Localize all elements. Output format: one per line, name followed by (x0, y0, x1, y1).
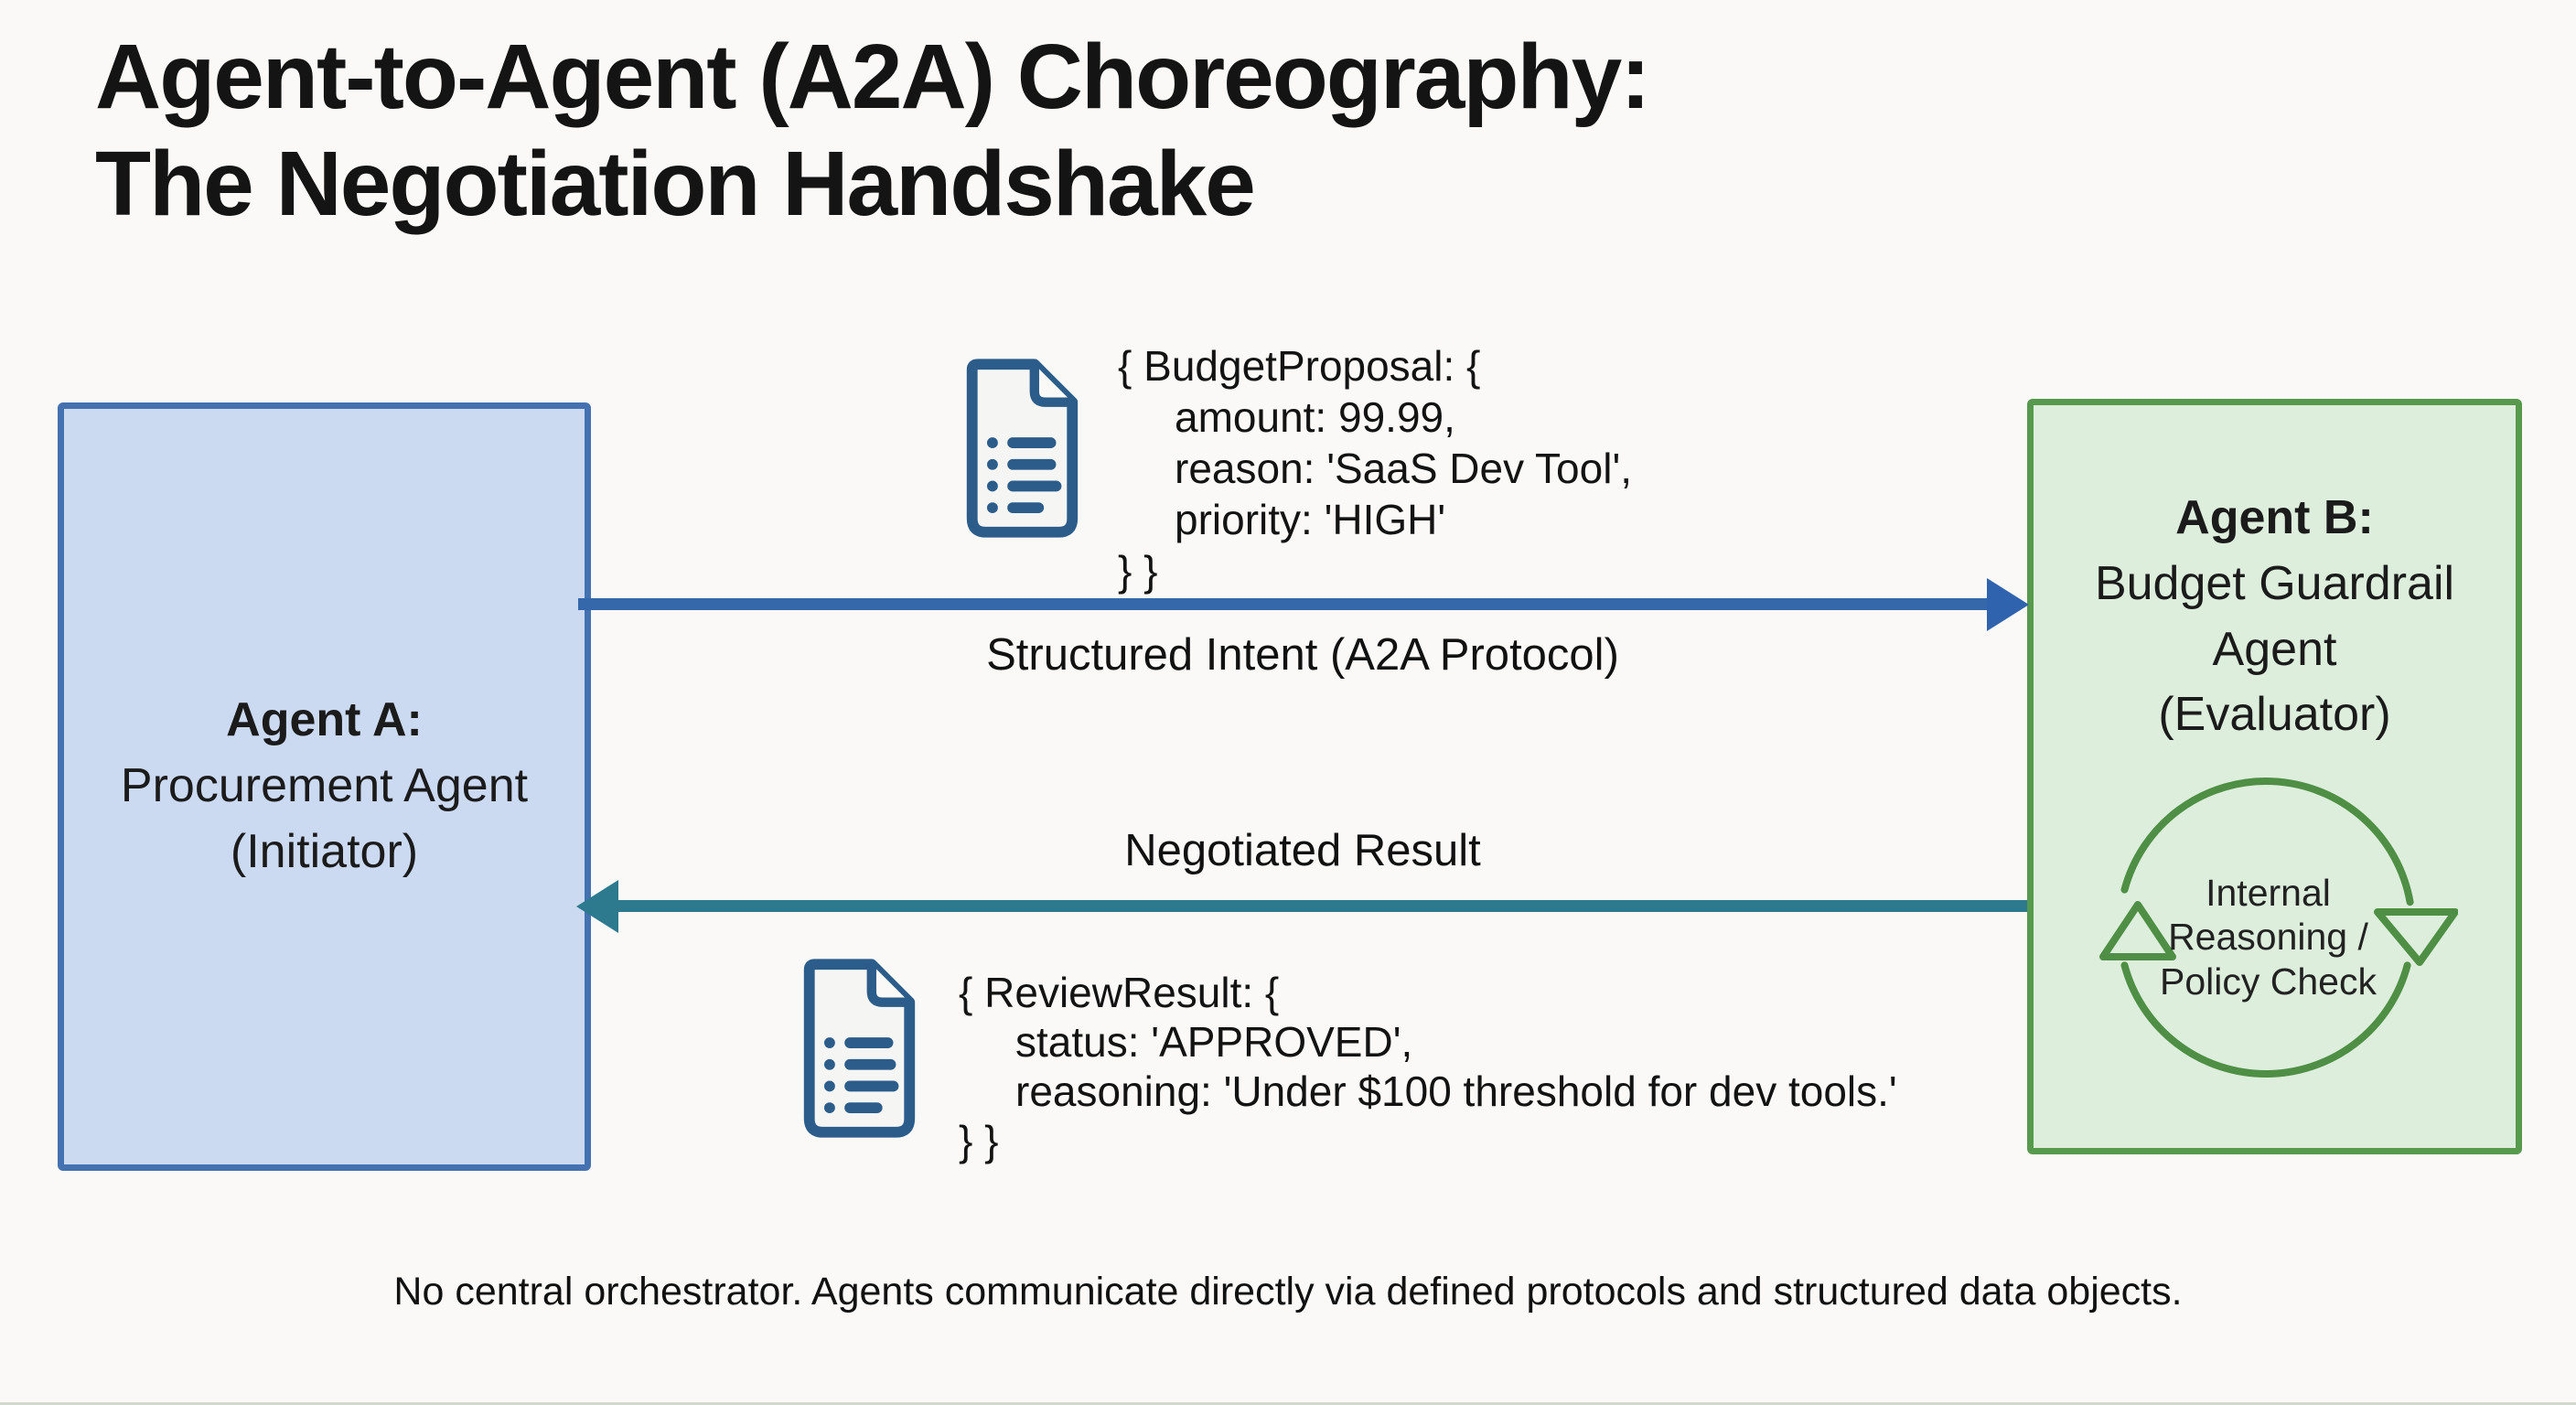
payload-line: } } (959, 1117, 999, 1164)
cycle-arrows-icon (2098, 778, 2458, 1078)
payload-line: reason: 'SaaS Dev Tool', (1175, 445, 1633, 492)
negotiated-result-arrowhead (576, 880, 618, 933)
agent-b-role-line2: Agent (2212, 622, 2337, 676)
agent-b-box: Agent B: Budget Guardrail Agent (Evaluat… (2027, 399, 2522, 1154)
footer-caption: No central orchestrator. Agents communic… (393, 1270, 2183, 1314)
agent-a-subrole: (Initiator) (230, 824, 419, 878)
internal-loop-line1: Internal (2206, 872, 2331, 914)
document-list-icon (803, 959, 916, 1138)
page-title-line2: The Negotiation Handshake (95, 133, 1256, 235)
structured-intent-label: Structured Intent (A2A Protocol) (986, 630, 1619, 680)
budget-proposal-payload: { BudgetProposal: { amount: 99.99, reaso… (1118, 340, 1632, 596)
page-title: Agent-to-Agent (A2A) Choreography: The N… (95, 24, 1651, 238)
payload-line: { ReviewResult: { (959, 969, 1280, 1016)
internal-reasoning-label: Internal Reasoning / Policy Check (2092, 871, 2445, 1003)
structured-intent-arrow-line (578, 598, 1989, 610)
payload-line: priority: 'HIGH' (1175, 496, 1446, 543)
payload-line: amount: 99.99, (1175, 393, 1455, 441)
document-list-icon (966, 359, 1079, 538)
page-title-line1: Agent-to-Agent (A2A) Choreography: (95, 26, 1651, 128)
internal-reasoning-loop: Internal Reasoning / Policy Check (2092, 763, 2458, 1110)
payload-line: reasoning: 'Under $100 threshold for dev… (1015, 1067, 1897, 1115)
internal-loop-line2: Reasoning / (2168, 916, 2368, 959)
internal-loop-line3: Policy Check (2160, 960, 2377, 1003)
agent-b-name: Agent B: (2175, 491, 2374, 544)
structured-intent-arrowhead (1987, 578, 2029, 631)
payload-line: { BudgetProposal: { (1118, 342, 1481, 390)
agent-a-box: Agent A: Procurement Agent (Initiator) (58, 402, 591, 1171)
agent-b-subrole: (Evaluator) (2158, 688, 2391, 742)
review-result-payload: { ReviewResult: { status: 'APPROVED', re… (959, 968, 1897, 1165)
payload-line: status: 'APPROVED', (1015, 1018, 1413, 1066)
agent-a-role: Procurement Agent (120, 759, 529, 813)
negotiated-result-label: Negotiated Result (1124, 826, 1481, 875)
bottom-edge-divider (0, 1402, 2576, 1405)
negotiated-result-arrow-line (617, 900, 2027, 912)
agent-a-name: Agent A: (226, 693, 423, 747)
payload-line: } } (1118, 547, 1158, 595)
agent-b-role-line1: Budget Guardrail (2094, 556, 2455, 610)
